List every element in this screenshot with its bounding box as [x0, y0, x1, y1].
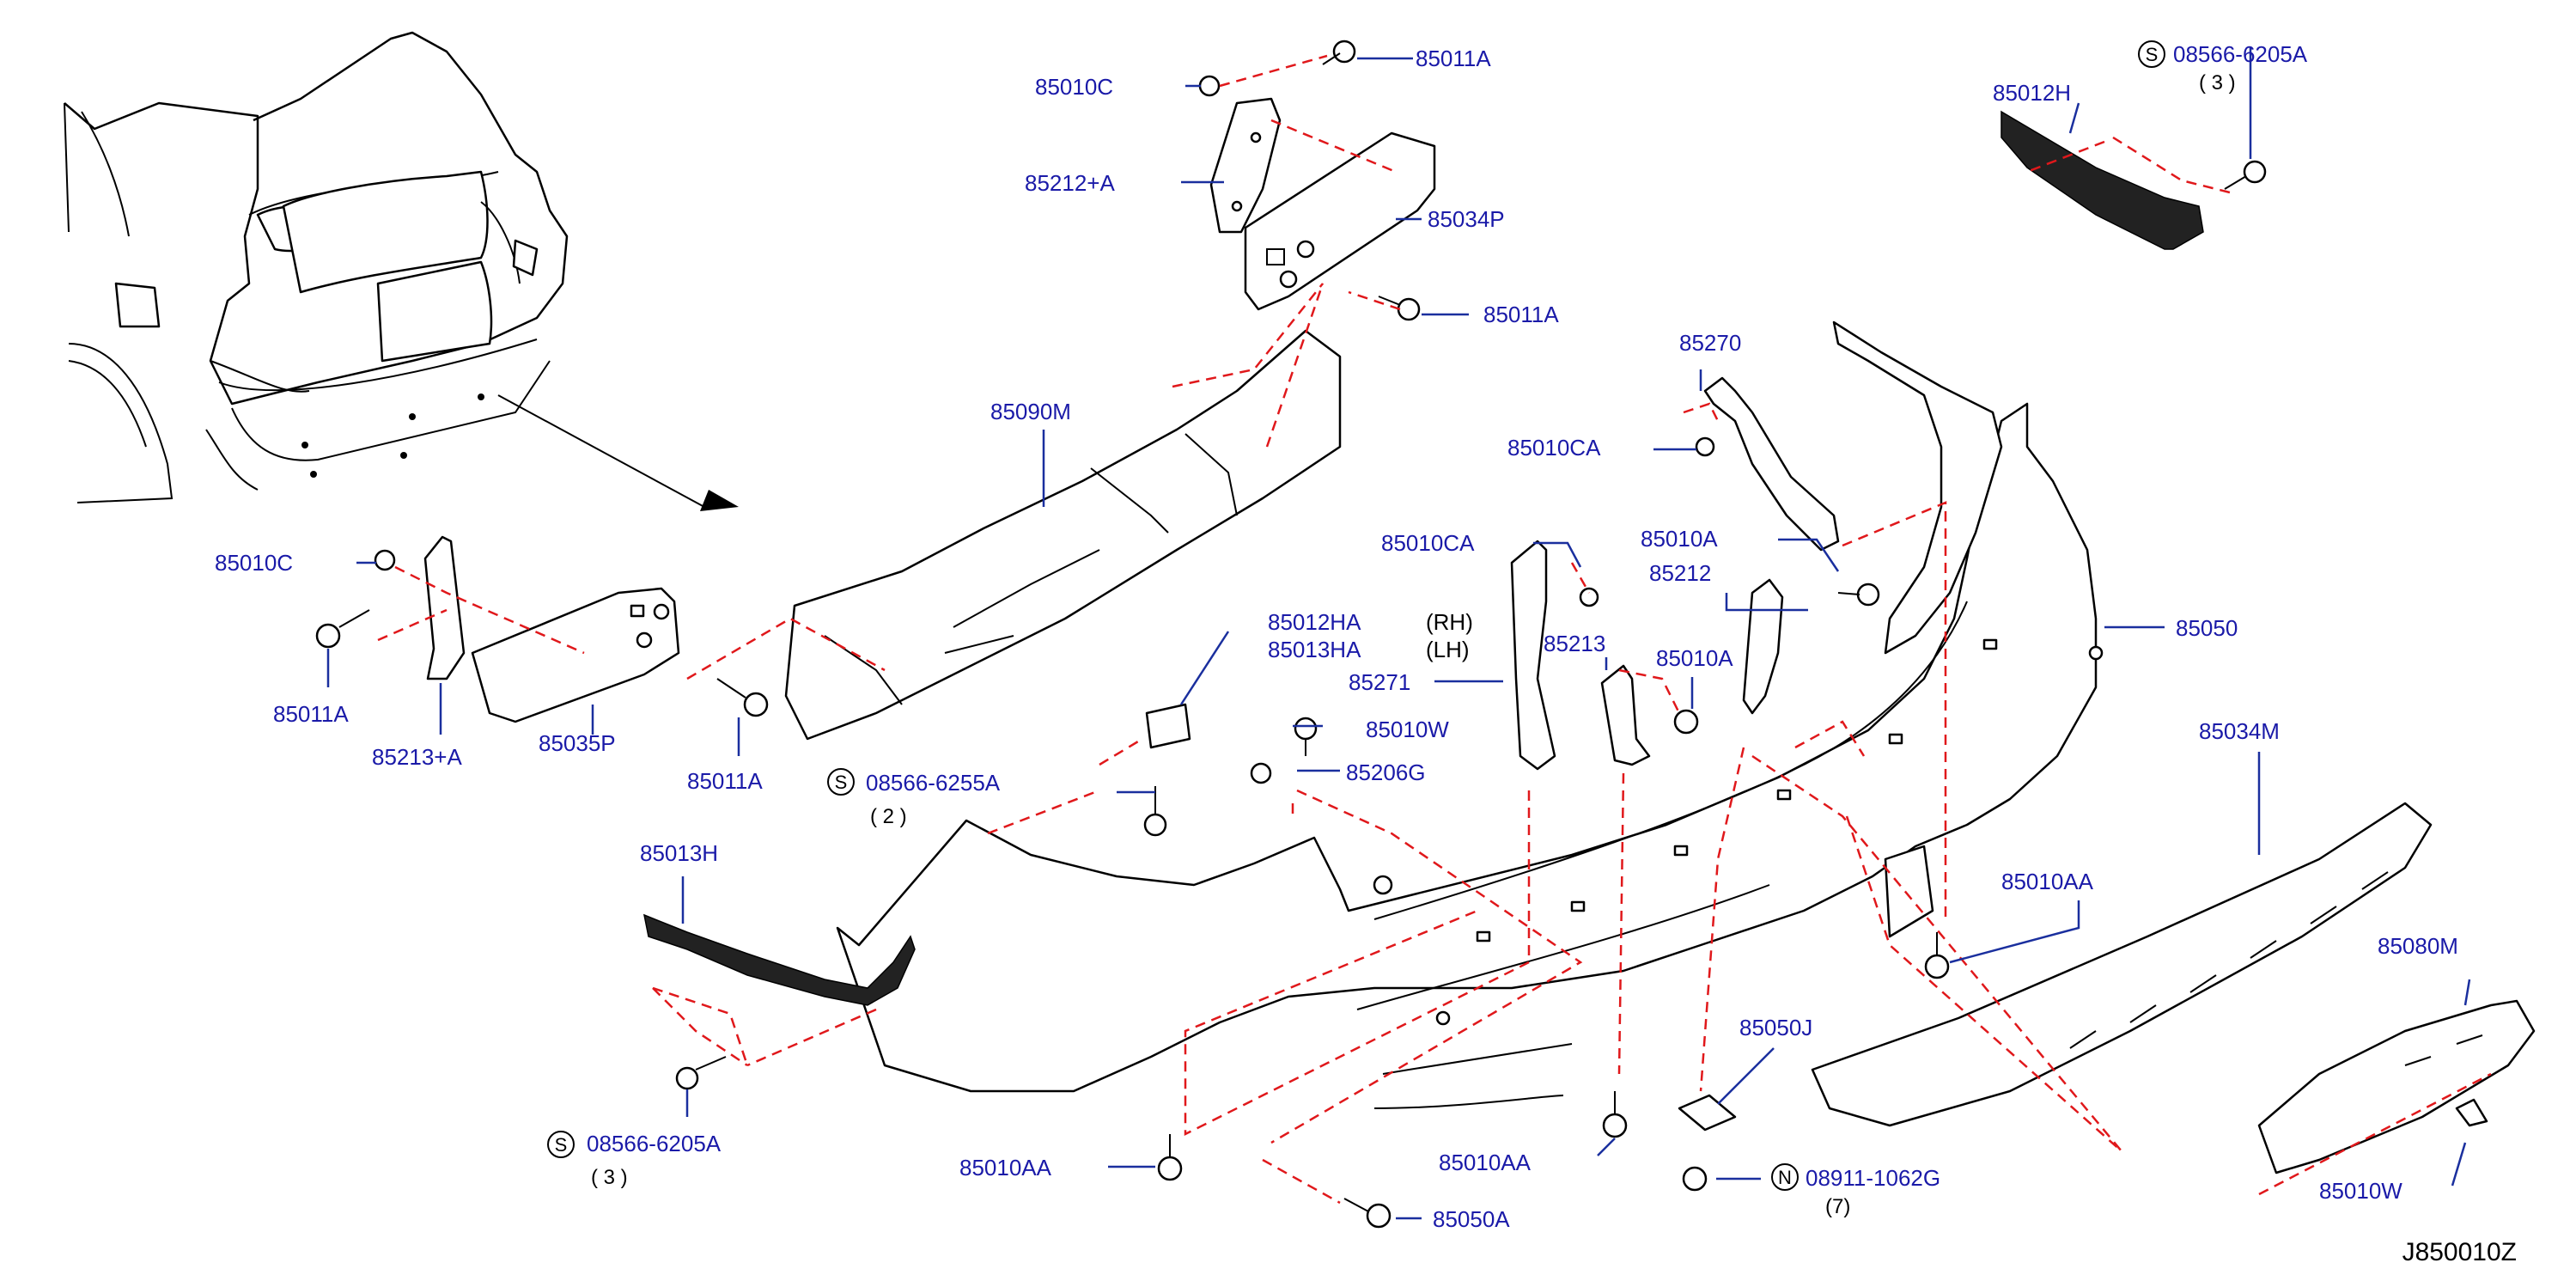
bracket-85013h	[642, 913, 916, 1006]
bolt-icon	[1322, 40, 1356, 65]
nut-icon	[1682, 1166, 1708, 1192]
part-label: 85010C	[1035, 74, 1113, 100]
screw-icon	[675, 1056, 727, 1090]
bolt-icon	[716, 678, 769, 717]
part-label: 85050J	[1739, 1015, 1812, 1040]
part-label: 85034P	[1428, 206, 1505, 232]
part-label: 85206G	[1346, 760, 1426, 785]
part-label: 85010AA	[1439, 1150, 1532, 1175]
part-label: 85010CA	[1381, 530, 1475, 556]
part-label: 85010AA	[2001, 869, 2094, 894]
screw-icon	[2224, 160, 2267, 190]
part-label: 85011A	[1416, 46, 1491, 71]
part-label: 85212	[1649, 560, 1711, 586]
part-label: 85011A	[273, 701, 349, 727]
reinforcement-85090m	[784, 329, 1342, 741]
part-label: 08911-1062G	[1806, 1165, 1940, 1191]
clip-icon	[1145, 703, 1191, 749]
bracket-85034p	[1209, 97, 1436, 311]
part-label: 85010W	[2319, 1178, 2402, 1204]
part-label: 85011A	[1483, 302, 1559, 327]
bolt-icon	[1673, 709, 1699, 735]
badges: S S S N	[547, 40, 2165, 1191]
part-label: 85013HA	[1268, 637, 1361, 662]
nut-icon	[1695, 436, 1715, 457]
part-label: 85035P	[539, 730, 616, 756]
part-label: 85212+A	[1025, 170, 1115, 196]
quantity-label: ( 3 )	[591, 1166, 628, 1189]
side-label-lh: (LH)	[1426, 637, 1470, 662]
part-label: 85050	[2176, 615, 2238, 641]
badge-n: N	[1778, 1167, 1792, 1188]
nut-icon	[374, 549, 396, 571]
bracket-85035p	[423, 535, 680, 723]
quantity-label: (7)	[1825, 1195, 1850, 1218]
part-label: 85012H	[1993, 80, 2071, 106]
part-label: 85010AA	[959, 1155, 1052, 1180]
part-label: 85010CA	[1507, 435, 1601, 461]
part-label: 85010W	[1366, 717, 1449, 742]
bolt-icon	[1343, 1198, 1392, 1229]
part-labels: 85011A 85010C 85212+A 85034P 85011A 8501…	[215, 41, 2458, 1232]
part-label: 08566-6205A	[587, 1131, 722, 1156]
bolt-icon	[1602, 1091, 1628, 1138]
quantity-label: ( 3 )	[2199, 71, 2236, 95]
quantity-label: ( 2 )	[870, 805, 907, 828]
badge-s: S	[555, 1134, 568, 1156]
part-label: 85213+A	[372, 744, 462, 770]
bolt-icon	[1924, 932, 1950, 979]
part-label: 85080M	[2378, 933, 2458, 959]
bolt-icon	[1837, 583, 1880, 607]
garnish-85080m	[2257, 999, 2536, 1174]
part-label: 85270	[1679, 330, 1741, 356]
leader-lines	[326, 47, 2471, 1220]
part-label: 85010C	[215, 550, 293, 576]
part-label: 85012HA	[1268, 609, 1361, 635]
part-label: 08566-6205A	[2173, 41, 2308, 67]
part-label: 85213	[1544, 631, 1605, 656]
bolt-icon	[315, 609, 370, 649]
part-label: 85034M	[2199, 718, 2280, 744]
rivet-icon	[1294, 717, 1318, 756]
side-label-rh: (RH)	[1426, 609, 1473, 635]
badge-s: S	[2146, 44, 2159, 65]
nut-icon	[1198, 75, 1221, 97]
bracket-85012h	[2001, 110, 2204, 250]
rivet-icon	[2455, 1098, 2488, 1127]
part-label: 85010A	[1656, 645, 1733, 671]
badge-s: S	[835, 772, 848, 793]
step-pad-85034m	[1811, 802, 2433, 1127]
clip-icon	[1678, 1094, 1737, 1132]
vehicle-rear-view	[64, 31, 739, 511]
part-label: 85013H	[640, 840, 718, 866]
part-label: 85011A	[687, 768, 763, 794]
bumper-fascia-85050	[836, 320, 2104, 1109]
clip-icon	[1250, 762, 1272, 784]
diagram-id: J850010Z	[2402, 1238, 2517, 1266]
part-label: 08566-6255A	[866, 770, 1001, 796]
assembly-guides	[377, 54, 2492, 1205]
part-label: 85010A	[1641, 526, 1718, 552]
bolt-icon	[1157, 1134, 1183, 1181]
screw-icon	[1143, 786, 1167, 837]
part-label: 85090M	[990, 399, 1071, 424]
retainers	[1510, 376, 1840, 771]
part-label: 85050A	[1433, 1206, 1510, 1232]
part-label: 85271	[1349, 669, 1410, 695]
nut-icon	[1579, 587, 1599, 607]
